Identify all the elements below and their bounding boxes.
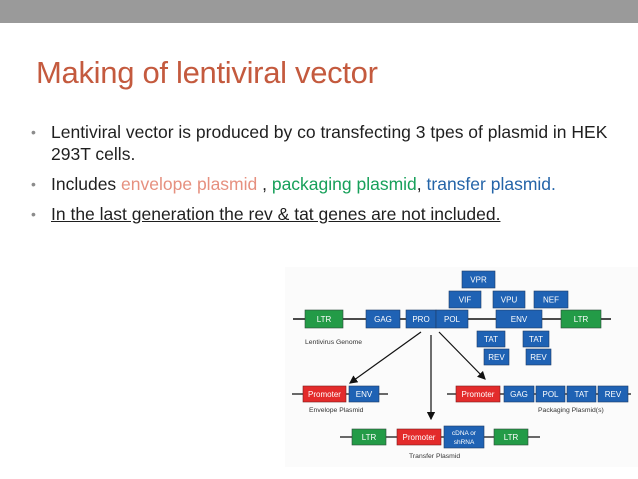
- genome-ltr-left-box: [304, 309, 344, 329]
- genome-pol-box: [435, 309, 469, 329]
- genome-nef-label: NEF: [543, 296, 559, 305]
- genome-gag-label: GAG: [374, 315, 392, 324]
- genome-vpu-box: [492, 290, 526, 309]
- slide-top-bar: [0, 0, 638, 23]
- genome-caption: Lentivirus Genome: [305, 339, 362, 346]
- genome-rev-2-label: REV: [530, 353, 547, 362]
- packaging-tat-box: [566, 385, 597, 403]
- bullet-item-3: In the last generation the rev & tat gen…: [30, 203, 620, 225]
- bullet-3-text: In the last generation the rev & tat gen…: [51, 204, 501, 224]
- bullet-2-sep2: ,: [416, 174, 427, 194]
- bullet-2-prefix: Includes: [51, 174, 122, 194]
- genome-ltr-right-label: LTR: [574, 315, 589, 324]
- genome-vif-label: VIF: [459, 296, 472, 305]
- genome-rev-1-label: REV: [488, 353, 505, 362]
- bullet-list: Lentiviral vector is produced by co tran…: [30, 121, 620, 233]
- transfer-ltr-left-label: LTR: [362, 433, 377, 442]
- genome-rev-1-box: [483, 348, 510, 366]
- genome-ltr-left-label: LTR: [317, 315, 332, 324]
- genome-env-label: ENV: [511, 315, 528, 324]
- genome-env-box: [495, 309, 543, 329]
- genome-rev-2-box: [525, 348, 552, 366]
- packaging-gag-box: [503, 385, 535, 403]
- arrow-to-packaging: [438, 331, 486, 380]
- envelope-caption: Envelope Plasmid: [309, 407, 364, 414]
- bullet-item-1: Lentiviral vector is produced by co tran…: [30, 121, 620, 165]
- bullet-item-2: Includes envelope plasmid , packaging pl…: [30, 173, 620, 195]
- packaging-rev-box: [597, 385, 629, 403]
- transfer-cdna-label-line1: cDNA or: [452, 430, 477, 437]
- transfer-promoter-label: Promoter: [403, 433, 436, 442]
- genome-vpu-label: VPU: [501, 296, 518, 305]
- packaging-rev-label: REV: [605, 390, 622, 399]
- packaging-plasmid-text: packaging plasmid: [271, 174, 417, 194]
- transfer-caption: Transfer Plasmid: [409, 453, 460, 460]
- transfer-promoter-box: [396, 428, 442, 446]
- genome-tat-2-label: TAT: [529, 335, 543, 344]
- genome-ltr-right-box: [560, 309, 602, 329]
- genome-vif-box: [448, 290, 482, 309]
- transfer-ltr-right-label: LTR: [504, 433, 519, 442]
- genome-tat-1-box: [476, 330, 506, 348]
- genome-vpr-label: VPR: [470, 276, 487, 285]
- packaging-promoter-label: Promoter: [462, 390, 495, 399]
- transfer-ltr-right-box: [493, 428, 529, 446]
- arrow-to-envelope: [349, 331, 422, 384]
- packaging-pol-label: POL: [542, 390, 559, 399]
- packaging-tat-label: TAT: [575, 390, 589, 399]
- packaging-caption: Packaging Plasmid(s): [538, 407, 604, 414]
- envelope-env-box: [348, 385, 380, 403]
- slide-title: Making of lentiviral vector: [36, 55, 378, 90]
- genome-nef-box: [533, 290, 569, 309]
- genome-vpr-box: [461, 270, 496, 289]
- packaging-promoter-box: [455, 385, 501, 403]
- genome-pro-label: PRO: [412, 315, 429, 324]
- envelope-env-label: ENV: [356, 390, 373, 399]
- packaging-gag-label: GAG: [510, 390, 528, 399]
- bullet-1-text: Lentiviral vector is produced by co tran…: [51, 122, 608, 164]
- bullet-2-suffix: .: [551, 174, 556, 194]
- envelope-promoter-box: [302, 385, 347, 403]
- transfer-ltr-left-box: [351, 428, 387, 446]
- genome-gag-box: [365, 309, 401, 329]
- genome-tat-2-box: [522, 330, 550, 348]
- genome-pol-label: POL: [444, 315, 461, 324]
- envelope-plasmid-text: envelope plasmid: [121, 174, 258, 194]
- bullet-2-sep1: ,: [257, 174, 272, 194]
- packaging-pol-box: [535, 385, 566, 403]
- envelope-promoter-label: Promoter: [308, 390, 341, 399]
- transfer-plasmid-text: transfer plasmid: [426, 174, 552, 194]
- transfer-cdna-label-line2: shRNA: [454, 439, 475, 446]
- transfer-cdna-box: [443, 425, 485, 449]
- lentiviral-vector-diagram: LTR GAG PRO POL VPR VIF VPU NEF ENV LTR …: [285, 267, 638, 467]
- genome-tat-1-label: TAT: [484, 335, 498, 344]
